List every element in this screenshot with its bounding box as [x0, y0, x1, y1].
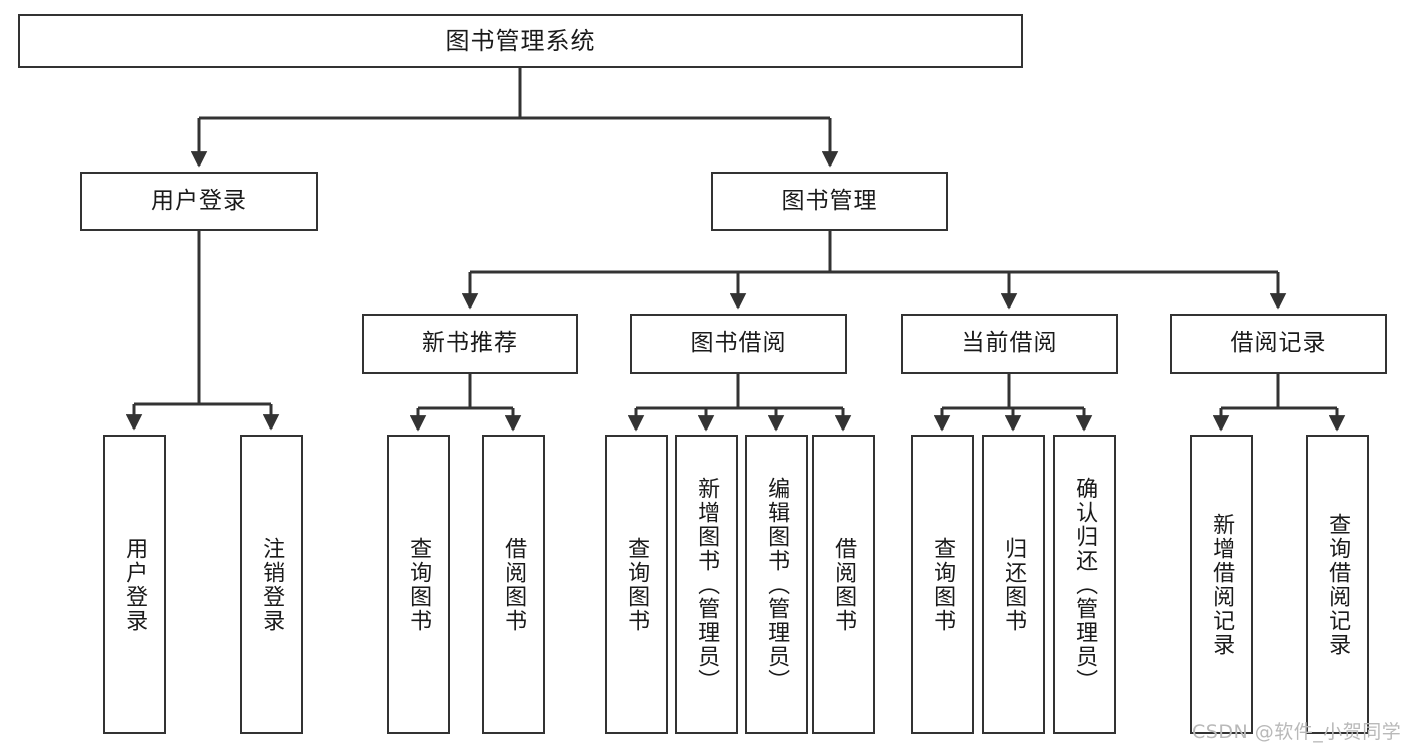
node-leaf-add-record-label: 新增借阅记录 [1209, 512, 1235, 657]
node-leaf-query-book-rec-label: 查询图书 [406, 536, 432, 633]
node-leaf-borrow-book[interactable]: 借阅图书 [812, 435, 875, 734]
node-leaf-borrow-book-rec[interactable]: 借阅图书 [482, 435, 545, 734]
node-borrow-record-label: 借阅记录 [1230, 330, 1327, 357]
csdn-watermark: CSDN @软件_小贺同学 [1192, 721, 1402, 743]
node-new-book-rec[interactable]: 新书推荐 [362, 314, 578, 374]
node-leaf-query-book-cur-label: 查询图书 [930, 536, 956, 633]
node-leaf-borrow-book-rec-label: 借阅图书 [501, 536, 527, 633]
node-leaf-add-book-label: 新增图书（管理员） [694, 476, 720, 693]
node-root-label: 图书管理系统 [445, 26, 596, 55]
node-leaf-borrow-book-label: 借阅图书 [831, 536, 857, 633]
node-leaf-user-login-label: 用户登录 [122, 536, 148, 633]
node-leaf-query-book-rec[interactable]: 查询图书 [387, 435, 450, 734]
node-leaf-edit-book[interactable]: 编辑图书（管理员） [745, 435, 808, 734]
node-new-book-rec-label: 新书推荐 [422, 330, 518, 357]
node-leaf-query-record[interactable]: 查询借阅记录 [1306, 435, 1369, 734]
node-leaf-add-book[interactable]: 新增图书（管理员） [675, 435, 738, 734]
node-leaf-query-book-borrow-label: 查询图书 [624, 536, 650, 633]
node-current-borrow[interactable]: 当前借阅 [901, 314, 1118, 374]
node-leaf-confirm-return-label: 确认归还（管理员） [1072, 476, 1098, 693]
node-leaf-return-book-label: 归还图书 [1001, 536, 1027, 633]
node-user-login[interactable]: 用户登录 [80, 172, 318, 231]
node-leaf-add-record[interactable]: 新增借阅记录 [1190, 435, 1253, 734]
node-book-manage[interactable]: 图书管理 [711, 172, 948, 231]
node-book-manage-label: 图书管理 [781, 187, 878, 214]
node-leaf-query-book-cur[interactable]: 查询图书 [911, 435, 974, 734]
node-leaf-edit-book-label: 编辑图书（管理员） [764, 476, 790, 693]
node-leaf-logout-label: 注销登录 [259, 536, 285, 633]
node-user-login-label: 用户登录 [151, 187, 247, 214]
node-leaf-user-login[interactable]: 用户登录 [103, 435, 166, 734]
node-book-borrow-label: 图书借阅 [690, 330, 787, 357]
node-leaf-return-book[interactable]: 归还图书 [982, 435, 1045, 734]
node-leaf-logout[interactable]: 注销登录 [240, 435, 303, 734]
node-leaf-confirm-return[interactable]: 确认归还（管理员） [1053, 435, 1116, 734]
node-leaf-query-record-label: 查询借阅记录 [1325, 512, 1351, 657]
node-root[interactable]: 图书管理系统 [18, 14, 1023, 68]
node-book-borrow[interactable]: 图书借阅 [630, 314, 847, 374]
node-current-borrow-label: 当前借阅 [961, 330, 1058, 357]
node-leaf-query-book-borrow[interactable]: 查询图书 [605, 435, 668, 734]
node-borrow-record[interactable]: 借阅记录 [1170, 314, 1387, 374]
